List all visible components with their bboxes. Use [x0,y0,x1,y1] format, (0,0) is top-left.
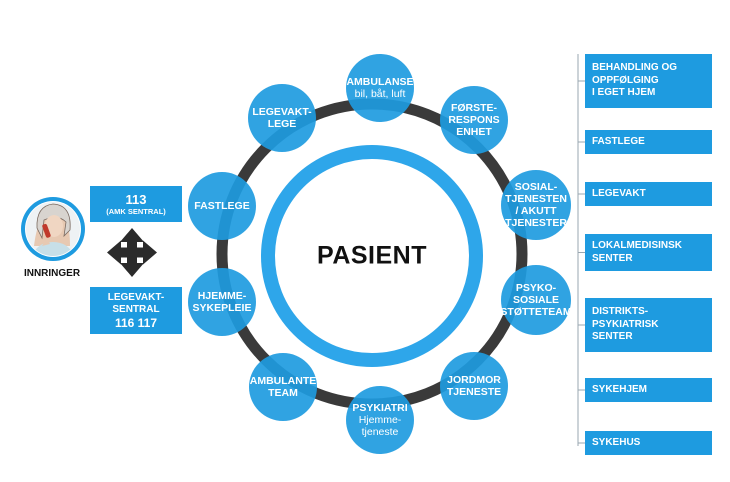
four-way-arrow-icon [107,228,157,277]
ring-node-title: HJEMME- SYKEPLEIE [192,290,252,314]
legevaktsentral-label: LEGEVAKT- SENTRAL [107,291,165,315]
ring-node-label-ambulante-team: AMBULANTE TEAM [250,375,317,399]
ring-node-title: LEGEVAKT- LEGE [252,106,312,130]
ring-node-label-jordmor: JORDMOR TJENESTE [447,374,501,398]
legevaktsentral-box: LEGEVAKT- SENTRAL 116 117 [90,287,182,334]
ring-node-hjemmesykepleie [188,268,256,336]
ring-node-title: FASTLEGE [194,200,250,212]
ring-node-label-psykososiale: PSYKO- SOSIALE STØTTETEAM [500,282,571,318]
caller-phone-icon [21,197,85,261]
ring-node-ambulanse [346,54,414,122]
ring-node-forsterespons [440,86,508,154]
amk-label: (AMK SENTRAL) [106,207,166,216]
ring-node-ambulante-team [249,353,317,421]
ring-node-title: AMBULANSE [346,76,414,88]
right-list-item: SYKEHJEM [585,378,712,402]
right-list-item: LOKALMEDISINSK SENTER [585,234,712,271]
ring-node-legevakt-lege [248,84,316,152]
legevaktsentral-number: 116 117 [114,315,158,330]
ring-node-title: PSYKO- SOSIALE STØTTETEAM [500,282,572,318]
ring-node-label-sosialtjenesten: SOSIAL- TJENESTEN / AKUTT TJENESTER [505,181,567,229]
ring-node-psykiatri [346,386,414,454]
center-ring [261,145,483,367]
ring-node-title: FØRSTE- RESPONS ENHET [448,102,500,138]
ring-node-label-hjemmesykepleie: HJEMME- SYKEPLEIE [193,290,252,314]
ring-node-label-legevakt-lege: LEGEVAKT- LEGE [252,106,311,130]
right-list-item: DISTRIKTS- PSYKIATRISK SENTER [585,298,712,352]
ring-node-fastlege [188,172,256,240]
ring-node-subtitle: Hjemme- tjeneste [358,414,402,438]
ring-node-jordmor [440,352,508,420]
ring-node-label-forsterespons: FØRSTE- RESPONS ENHET [448,102,499,138]
ring-node-label-fastlege: FASTLEGE [194,200,249,212]
amk-number: 113 [125,192,147,207]
ring-node-sosialtjenesten [501,170,571,240]
ring-node-psykososiale [501,265,571,335]
ring-node-title: JORDMOR TJENESTE [446,374,502,398]
right-list-item: FASTLEGE [585,130,712,154]
right-list-item: BEHANDLING OG OPPFØLGING I EGET HJEM [585,54,712,108]
ring-node-title: AMBULANTE TEAM [249,375,317,399]
ring-node-title: SOSIAL- TJENESTEN / AKUTT TJENESTER [505,181,567,229]
amk-sentral-box: 113 (AMK SENTRAL) [90,186,182,222]
right-list-item: LEGEVAKT [585,182,712,206]
caller-label: INNRINGER [23,268,81,279]
ring-node-title: PSYKIATRI [352,402,408,414]
ring-node-subtitle: bil, båt, luft [354,88,406,100]
center-label-pasient: PASIENT [317,241,427,270]
right-list-item: SYKEHUS [585,431,712,455]
